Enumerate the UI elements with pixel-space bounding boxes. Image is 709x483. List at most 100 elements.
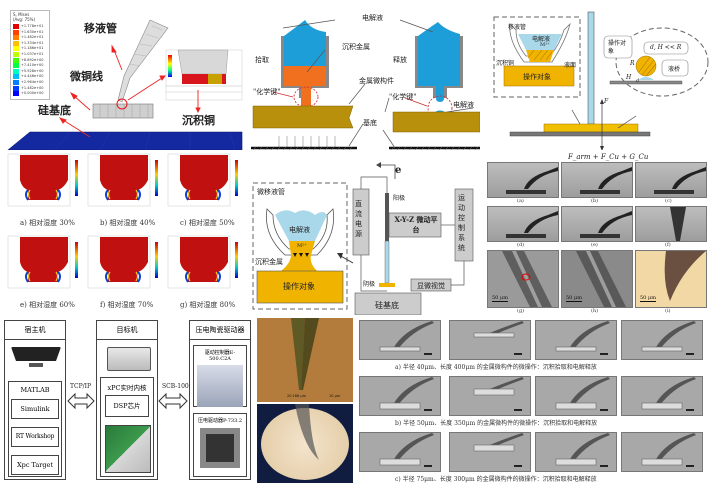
tip-micrograph-panel: 20.166 μm 10 μm: [257, 318, 353, 483]
piezo-stage-image: [200, 428, 240, 468]
host-title: 宿主机: [5, 321, 65, 340]
simulink-box: Simulink: [11, 399, 59, 419]
inset-pipette: [509, 22, 571, 63]
legend-swatch: [13, 63, 19, 69]
micrograph-label: (g): [517, 308, 525, 314]
host-computer-box: 宿主机 MATLAB Simulink RT Workshop Xpc Targ…: [4, 320, 66, 480]
micrograph-label: (h): [591, 308, 599, 314]
humidity-caption: e) 相对湿度 60%: [20, 301, 75, 309]
fem-legend: S, Mises (Avg: 75%) +1.778e+01+1.630e+01…: [10, 10, 50, 100]
scale-b: 10 μm: [329, 394, 341, 398]
label-microscope: 显微视觉: [417, 282, 445, 290]
sequence-frame: [359, 320, 441, 360]
deposit-zoom-pipette: [177, 49, 229, 75]
legend-value: +4.446e+00: [21, 74, 44, 79]
label-chem-bond-left: "化学键": [253, 88, 281, 96]
tip-shape: [291, 318, 319, 390]
silicon-substrate-mesh: [7, 131, 243, 150]
humidity-plot: [6, 152, 82, 212]
central-pipette: [587, 11, 595, 125]
right-electrolyte: [418, 22, 460, 98]
matlab-label: MATLAB: [20, 386, 50, 394]
label-copper-wire: 微铜线: [70, 70, 103, 83]
label-object-inset: 操作对象: [608, 40, 627, 55]
xyz-stage-box: [388, 212, 442, 238]
scale-bar-label: 50 μm: [566, 295, 582, 302]
label-deposited-copper: 沉积铜: [182, 114, 215, 127]
legend-swatch: [13, 46, 19, 52]
label-F: F: [604, 98, 609, 105]
dsp-box: DSP芯片: [105, 395, 149, 417]
legend-value: +7.410e+00: [21, 63, 44, 68]
silicon-base-box: [354, 292, 422, 315]
piezo-stage-box: 压电驱动器P-733.2: [193, 413, 247, 477]
label-electrolyte: 电解液: [532, 36, 551, 43]
legend-value: +2.964e+00: [21, 80, 44, 84]
daq-card-image: [105, 425, 151, 473]
sequence-panel: a) 半径 40μm、长度 400μm 的金属微构件的微操作：沉积拾取和电解释放…: [355, 318, 709, 483]
xpctarget-label: Xpc Target: [17, 461, 53, 469]
target-pc-icon: [107, 347, 151, 371]
dsp-label: DSP芯片: [113, 402, 141, 410]
left-electrolyte: [284, 20, 326, 66]
force-formula: F_arm + F_Cu + G_Cu: [568, 153, 649, 161]
micrograph-frame: [635, 162, 707, 198]
humidity-plot: [86, 234, 162, 294]
inset-wire-section: [635, 55, 657, 77]
legend-row: +0.000e+00: [13, 91, 49, 97]
label-dc-power: 直流电源: [355, 200, 362, 238]
label-ion: M²⁺: [540, 42, 550, 48]
scale-bar-label: 50 μm: [492, 295, 508, 302]
micrograph-frame: [561, 206, 633, 242]
legend-swatch: [13, 74, 19, 80]
link-scb-label: SCB-100: [162, 383, 189, 390]
target-computer-box: 目标机 xPC实时内核 DSP芯片: [96, 320, 158, 480]
legend-row: +7.410e+00: [13, 63, 49, 69]
legend-row: +1.037e+01: [13, 52, 49, 57]
legend-title: S, Mises: [13, 12, 30, 17]
left-metal-part: [252, 105, 354, 129]
sequence-frame: [449, 376, 531, 416]
tip-photo-bottom: [257, 404, 353, 483]
label-substrate: 基底: [363, 119, 377, 127]
micrograph-large: 50 μm: [635, 250, 707, 308]
sequence-frame: [359, 432, 441, 472]
target-title: 目标机: [97, 321, 157, 340]
tip-photo-top: 20.166 μm 10 μm: [257, 318, 353, 402]
humidity-caption: c) 相对湿度 50%: [180, 219, 235, 227]
control-system-panel: 宿主机 MATLAB Simulink RT Workshop Xpc Targ…: [0, 315, 255, 483]
micrograph-frame: [487, 162, 559, 198]
monitor-icon: [11, 347, 61, 361]
micro-electrolyte: [275, 210, 327, 241]
legend-subtitle: (Avg: 75%): [13, 17, 36, 22]
legend-swatch: [13, 57, 19, 63]
micrograph-label: (e): [591, 242, 598, 248]
system-schematic: [252, 162, 474, 315]
pick-release-panel: 电解液 拾取 释放 沉积金属 金属微构件 "化学键" "化学键" 电解液 基底: [245, 0, 480, 150]
legend-row: +1.482e+01: [13, 35, 49, 41]
legend-value: +0.000e+00: [21, 91, 44, 96]
legend-swatch: [13, 29, 19, 35]
sequence-caption: b) 半径 50μm、长度 350μm 的金属微构件的微操作：沉积拾取和电解释放: [395, 420, 598, 427]
sequence-frame: [621, 376, 703, 416]
force-diagram: [493, 11, 709, 150]
label-object: 操作对象: [283, 282, 315, 291]
label-H: H: [626, 74, 632, 81]
label-pick: 拾取: [255, 56, 269, 64]
label-ion: M²⁺: [297, 243, 307, 249]
controller-box: 驱动控制器E-500.C2A: [193, 345, 247, 407]
legend-swatch: [13, 40, 19, 46]
label-micro-pipette: 微移液管: [257, 188, 285, 196]
legend-value: +1.482e+01: [21, 35, 44, 40]
legend-value: +1.186e+01: [21, 46, 44, 51]
sequence-frame: [535, 432, 617, 472]
legend-row: +1.778e+01: [13, 24, 49, 29]
right-metal-part: [392, 111, 480, 133]
pipette-mesh: [117, 19, 169, 103]
micrograph-large: 50 μm: [561, 250, 633, 308]
label-deposit-copper: 沉积铜: [496, 60, 515, 67]
bidirectional-arrow-left-icon: [67, 392, 95, 410]
label-electron: e: [395, 165, 402, 176]
humidity-plot: [166, 234, 242, 294]
label-pipette: 移液管: [508, 24, 527, 31]
